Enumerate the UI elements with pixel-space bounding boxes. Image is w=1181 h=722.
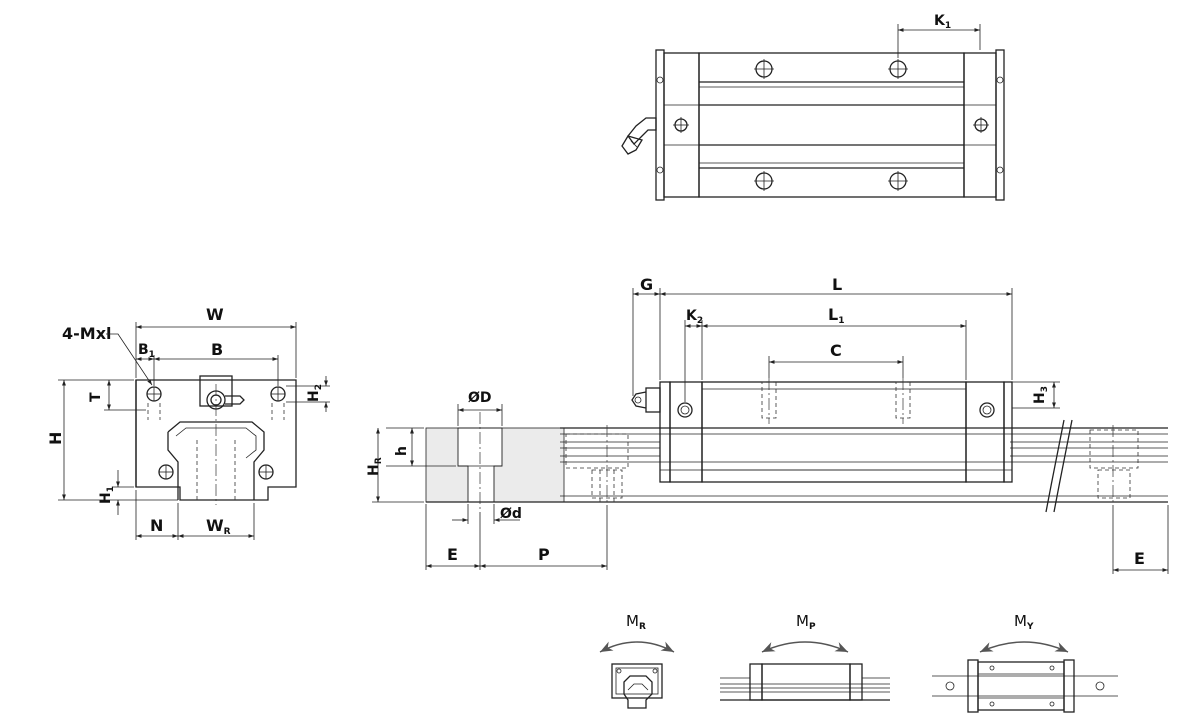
- dim-h-label: H: [46, 432, 65, 445]
- dim-g-label: G: [640, 275, 653, 294]
- grease-nipple-side: [631, 387, 661, 413]
- moment-mr: MR: [599, 612, 675, 709]
- side-view: G L K2 L1 C H3 ØD h HR: [366, 275, 1169, 574]
- dim-k1-label: K1: [934, 13, 951, 31]
- moment-my-label: MY: [1014, 612, 1034, 632]
- dim-od-small-label: Ød: [500, 506, 522, 522]
- dim-b1-label: B1: [138, 342, 155, 360]
- dim-n-label: N: [150, 516, 163, 535]
- moment-mr-label: MR: [626, 612, 646, 632]
- dim-wr-label: WR: [206, 516, 231, 537]
- dim-c-label: C: [830, 341, 842, 360]
- dim-p-label: P: [538, 545, 550, 564]
- moment-my: MY: [932, 612, 1118, 713]
- moment-mp: MP: [720, 612, 890, 701]
- top-mount-holes: [673, 59, 989, 191]
- dim-h3-label: H3: [1032, 386, 1050, 404]
- dim-e-left-label: E: [447, 545, 458, 564]
- dim-l1-label: L1: [828, 305, 844, 326]
- dim-w-label: W: [206, 305, 224, 324]
- top-view: K1: [621, 13, 1005, 201]
- dim-h2-label: H2: [306, 384, 324, 402]
- end-view: W B1 B 4-Mxl H T H2 H1: [46, 305, 330, 540]
- dim-k2-label: K2: [686, 308, 703, 326]
- block-tapped-holes: [761, 378, 911, 424]
- dim-l-label: L: [832, 275, 842, 294]
- callout-mxl-label: 4-Mxl: [62, 324, 112, 343]
- dim-h-small-label: h: [394, 446, 410, 456]
- dim-e-right-label: E: [1134, 549, 1145, 568]
- dim-t-label: T: [88, 392, 104, 402]
- dim-hr-label: HR: [366, 457, 384, 476]
- dim-b-label: B: [211, 340, 223, 359]
- grease-nipple-top: [621, 117, 657, 155]
- moment-mp-label: MP: [796, 612, 816, 632]
- dim-od-label: ØD: [468, 390, 492, 406]
- dim-h1-label: H1: [98, 486, 116, 504]
